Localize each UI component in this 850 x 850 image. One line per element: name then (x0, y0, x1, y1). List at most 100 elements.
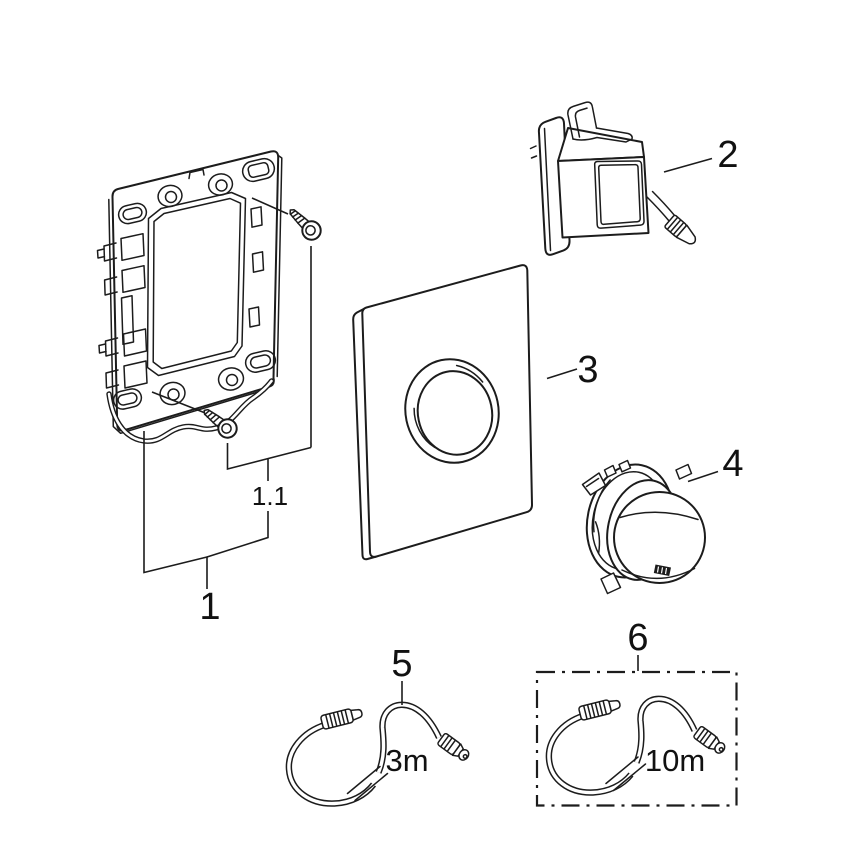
solenoid-panel-inner (597, 163, 641, 226)
frame-depth-edge (108, 198, 268, 435)
cable-connector-right (437, 733, 470, 761)
frame-grommet-holes-shape (164, 190, 178, 204)
frame-slot-top-left-shape (122, 206, 143, 221)
cable-connector-right-shape (451, 743, 464, 757)
bracket-line (206, 511, 269, 558)
frame-left-clips-shape (123, 360, 148, 389)
callout-label-1-1: 1.1 (252, 481, 288, 511)
frame-left-clips-shape (120, 232, 145, 262)
plate-button-opening (404, 358, 500, 464)
frame-left-clips-shape (121, 264, 146, 294)
cable-3m-illustration-shape (287, 722, 375, 806)
collar-tab-bottom (600, 572, 622, 595)
cable-break-marks (346, 765, 389, 802)
screw-bottom-illustration (203, 408, 238, 439)
frame-grommet-holes-shape (215, 179, 228, 192)
callout-label-6: 6 (627, 617, 648, 659)
solenoid-cable (646, 190, 697, 245)
cable-3m-illustration-shape (376, 703, 441, 774)
leader-button (687, 470, 719, 483)
frame-grommet-holes-shape (225, 373, 239, 387)
solenoid-cable-shape-shape (675, 224, 697, 245)
frame-right-notches (248, 206, 265, 328)
collar-notch (618, 459, 632, 473)
frame-left-clips-shape (120, 294, 135, 346)
screw-top-illustration-shape (301, 220, 322, 241)
button-ir-hatch (656, 566, 668, 575)
frame-left-clips-shape (103, 276, 118, 296)
frame-grommet-holes-shape (207, 173, 234, 196)
cable-3m-illustration (285, 701, 470, 807)
collar-tab-left (581, 472, 607, 496)
frame-right-notches-shape (250, 206, 263, 228)
callout-label-5: 5 (391, 643, 412, 685)
cable-connector-left (578, 699, 621, 721)
screw-top-illustration-shape (289, 210, 306, 224)
frame-right-notches-shape (251, 251, 265, 273)
mounting-frame-illustration (96, 150, 283, 444)
cable-connector-right-shape (696, 727, 713, 746)
solenoid-cable-shape (651, 190, 676, 217)
cable-10m-illustration-shape (547, 713, 633, 795)
frame-slot-bottom-right-shape (249, 354, 272, 369)
cable-connector-left-shape (350, 708, 363, 721)
solenoid-clip-shape (574, 107, 588, 138)
frame-left-clips-shape (96, 248, 106, 259)
solenoid-cable-shape (664, 214, 697, 245)
solenoid-pins (529, 145, 538, 159)
solenoid-clip-shape (572, 127, 633, 143)
flush-plate-illustration (352, 264, 534, 561)
leader-screw-top (251, 197, 289, 215)
plate-button-opening-shape (455, 364, 484, 383)
solenoid-backplate-line (543, 127, 552, 252)
callout-lines-frame (143, 197, 312, 589)
screw-bottom-illustration-shape (221, 423, 232, 434)
frame-top-notch (188, 168, 205, 180)
leader-plate (546, 368, 578, 380)
frame-slot-bottom-left-shape (112, 388, 143, 410)
frame-slot-top-right-shape (247, 161, 270, 179)
cable-connector-right (693, 726, 726, 754)
bracket-line (143, 431, 208, 589)
cable-connector-right-shape (440, 734, 457, 753)
frame-slot-top-right-shape (241, 157, 276, 183)
collar-notch (603, 464, 617, 478)
cable-connector-right-shape (718, 746, 724, 753)
frame-right-notches-shape (248, 306, 261, 328)
frame-left-clips-shape (105, 369, 120, 389)
frame-slot-bottom-left-shape (117, 392, 138, 406)
callout-label-4: 4 (722, 443, 743, 485)
frame-grommet-holes-shape (217, 367, 245, 391)
plate-edge (352, 306, 378, 561)
cable-connector-left (320, 708, 363, 730)
screw-bottom-illustration-shape (217, 418, 238, 439)
frame-gasket (106, 378, 275, 444)
solenoid-cable-shape-shape (666, 216, 685, 236)
button-collar-shape (594, 521, 601, 554)
solenoid-top-face (557, 127, 645, 162)
leader-solenoid (663, 157, 713, 173)
cable-connector-left-shape (608, 699, 621, 712)
button-bottom-arc (621, 567, 696, 580)
cable-10m-illustration-shape (634, 697, 697, 764)
frame-window-inner (152, 197, 242, 370)
cable-10m-box (535, 670, 738, 807)
button-collar-shape (592, 479, 611, 533)
screw-bottom-illustration-shape (204, 409, 221, 424)
frame-slot-bottom-right-shape (244, 350, 277, 373)
cable-10m-illustration (545, 695, 726, 796)
frame-grommet-holes-shape (159, 381, 186, 406)
frame-slot-top-left-shape (117, 202, 148, 225)
plate-face (361, 264, 534, 558)
cable-connector-left-shape (324, 709, 350, 729)
callout-label-3: 3 (577, 349, 598, 391)
frame-slot-bottom-left (112, 388, 143, 410)
frame-grommet-holes (157, 173, 245, 406)
callout-label-1: 1 (199, 586, 220, 628)
cable-10m-dimension: 10m (645, 743, 705, 778)
frame-gasket-shape (107, 379, 273, 443)
solenoid-clip-shape (567, 101, 598, 140)
cable-connector-right-shape (707, 736, 720, 750)
